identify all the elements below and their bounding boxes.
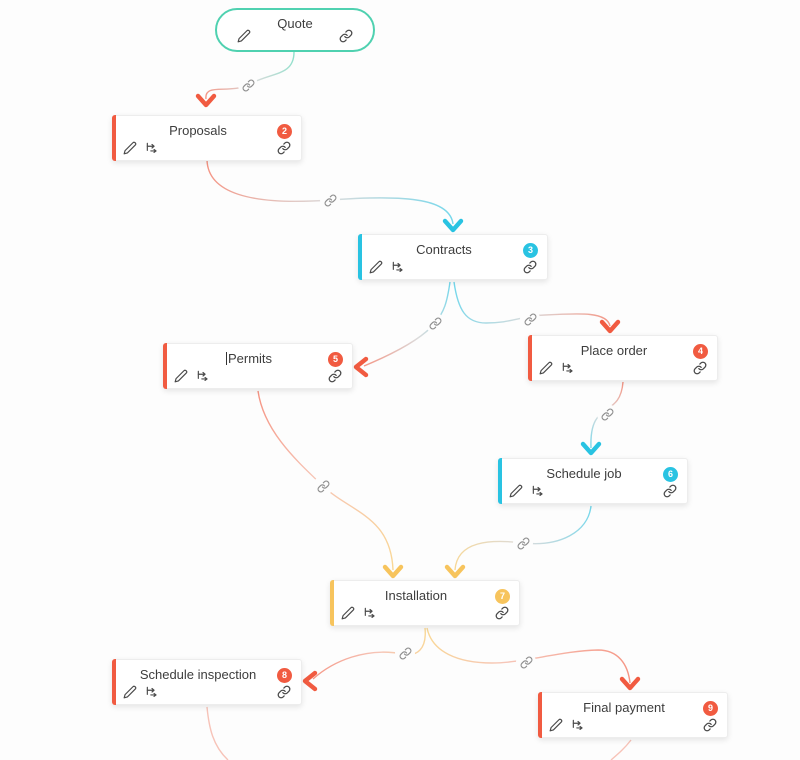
node-installation[interactable]: Installation 7 bbox=[330, 580, 520, 626]
stage-count-badge: 5 bbox=[328, 352, 343, 367]
link-icon[interactable] bbox=[277, 141, 291, 155]
link-icon[interactable] bbox=[339, 29, 353, 43]
arrowhead-into-place-order bbox=[599, 319, 621, 334]
stage-color-bar bbox=[163, 343, 167, 389]
link-icon[interactable] bbox=[693, 361, 707, 375]
arrowhead-into-contracts bbox=[442, 218, 464, 233]
connection-contracts-place-order bbox=[453, 281, 611, 327]
stage-color-bar bbox=[330, 580, 334, 626]
stage-color-bar bbox=[538, 692, 542, 738]
stage-count-badge: 9 bbox=[703, 701, 718, 716]
node-title: Schedule job bbox=[546, 466, 622, 481]
node-title: Quote bbox=[277, 16, 313, 31]
branch-icon[interactable] bbox=[571, 718, 585, 732]
arrowhead-into-final-payment bbox=[619, 676, 641, 691]
pencil-icon[interactable] bbox=[369, 260, 383, 274]
branch-icon[interactable] bbox=[391, 260, 405, 274]
connector-link-icon[interactable] bbox=[313, 476, 333, 496]
node-schedule-job[interactable]: Schedule job 6 bbox=[498, 458, 688, 504]
node-quote[interactable]: Quote bbox=[215, 8, 375, 52]
connector-link-icon[interactable] bbox=[597, 404, 617, 424]
stage-count-badge: 2 bbox=[277, 124, 292, 139]
connector-link-icon[interactable] bbox=[238, 75, 258, 95]
node-final-payment[interactable]: Final payment 9 bbox=[538, 692, 728, 738]
pencil-icon[interactable] bbox=[123, 141, 137, 155]
node-contracts[interactable]: Contracts 3 bbox=[358, 234, 548, 280]
node-title: Installation bbox=[384, 588, 448, 603]
branch-icon[interactable] bbox=[561, 361, 575, 375]
node-permits[interactable]: Permits 5 bbox=[163, 343, 353, 389]
node-place-order[interactable]: Place order 4 bbox=[528, 335, 718, 381]
stage-color-bar bbox=[498, 458, 502, 504]
node-schedule-inspection[interactable]: Schedule inspection 8 bbox=[112, 659, 302, 705]
pencil-icon[interactable] bbox=[237, 29, 251, 43]
arrowhead-into-installation-left bbox=[382, 564, 404, 579]
arrowhead-into-proposals bbox=[195, 93, 217, 108]
link-icon[interactable] bbox=[523, 260, 537, 274]
link-icon[interactable] bbox=[495, 606, 509, 620]
stage-count-badge: 8 bbox=[277, 668, 292, 683]
branch-icon[interactable] bbox=[145, 685, 159, 699]
node-title: Schedule inspection bbox=[139, 667, 257, 682]
stage-count-badge: 7 bbox=[495, 589, 510, 604]
stage-color-bar bbox=[112, 659, 116, 705]
connector-link-icon[interactable] bbox=[395, 643, 415, 663]
connector-link-icon[interactable] bbox=[320, 190, 340, 210]
connector-link-icon[interactable] bbox=[425, 313, 445, 333]
text-caret bbox=[225, 352, 227, 365]
node-proposals[interactable]: Proposals 2 bbox=[112, 115, 302, 161]
stage-count-badge: 6 bbox=[663, 467, 678, 482]
connector-link-icon[interactable] bbox=[513, 533, 533, 553]
branch-icon[interactable] bbox=[363, 606, 377, 620]
node-title: Place order bbox=[580, 343, 648, 358]
stage-count-badge: 3 bbox=[523, 243, 538, 258]
arrowhead-into-permits bbox=[353, 356, 369, 378]
node-title: Contracts bbox=[416, 242, 472, 257]
arrowhead-into-schedule-inspection bbox=[302, 670, 318, 692]
stage-color-bar bbox=[528, 335, 532, 381]
pencil-icon[interactable] bbox=[539, 361, 553, 375]
node-title-text: Permits bbox=[227, 351, 273, 366]
link-icon[interactable] bbox=[277, 685, 291, 699]
branch-icon[interactable] bbox=[196, 369, 210, 383]
node-title: Final payment bbox=[583, 700, 665, 715]
pencil-icon[interactable] bbox=[123, 685, 137, 699]
connection-schedule-inspection-offscreen bbox=[206, 706, 229, 760]
stage-color-bar bbox=[358, 234, 362, 280]
connector-link-icon[interactable] bbox=[520, 309, 540, 329]
stage-count-badge: 4 bbox=[693, 344, 708, 359]
link-icon[interactable] bbox=[703, 718, 717, 732]
branch-icon[interactable] bbox=[145, 141, 159, 155]
pencil-icon[interactable] bbox=[174, 369, 188, 383]
node-title[interactable]: Permits bbox=[176, 351, 322, 366]
link-icon[interactable] bbox=[663, 484, 677, 498]
pencil-icon[interactable] bbox=[549, 718, 563, 732]
node-title: Proposals bbox=[169, 123, 227, 138]
pencil-icon[interactable] bbox=[341, 606, 355, 620]
connection-final-payment-offscreen bbox=[610, 739, 632, 760]
stage-color-bar bbox=[112, 115, 116, 161]
pencil-icon[interactable] bbox=[509, 484, 523, 498]
arrowhead-into-schedule-job bbox=[580, 441, 602, 456]
arrowhead-into-installation-right bbox=[444, 564, 466, 579]
connector-link-icon[interactable] bbox=[516, 652, 536, 672]
link-icon[interactable] bbox=[328, 369, 342, 383]
branch-icon[interactable] bbox=[531, 484, 545, 498]
